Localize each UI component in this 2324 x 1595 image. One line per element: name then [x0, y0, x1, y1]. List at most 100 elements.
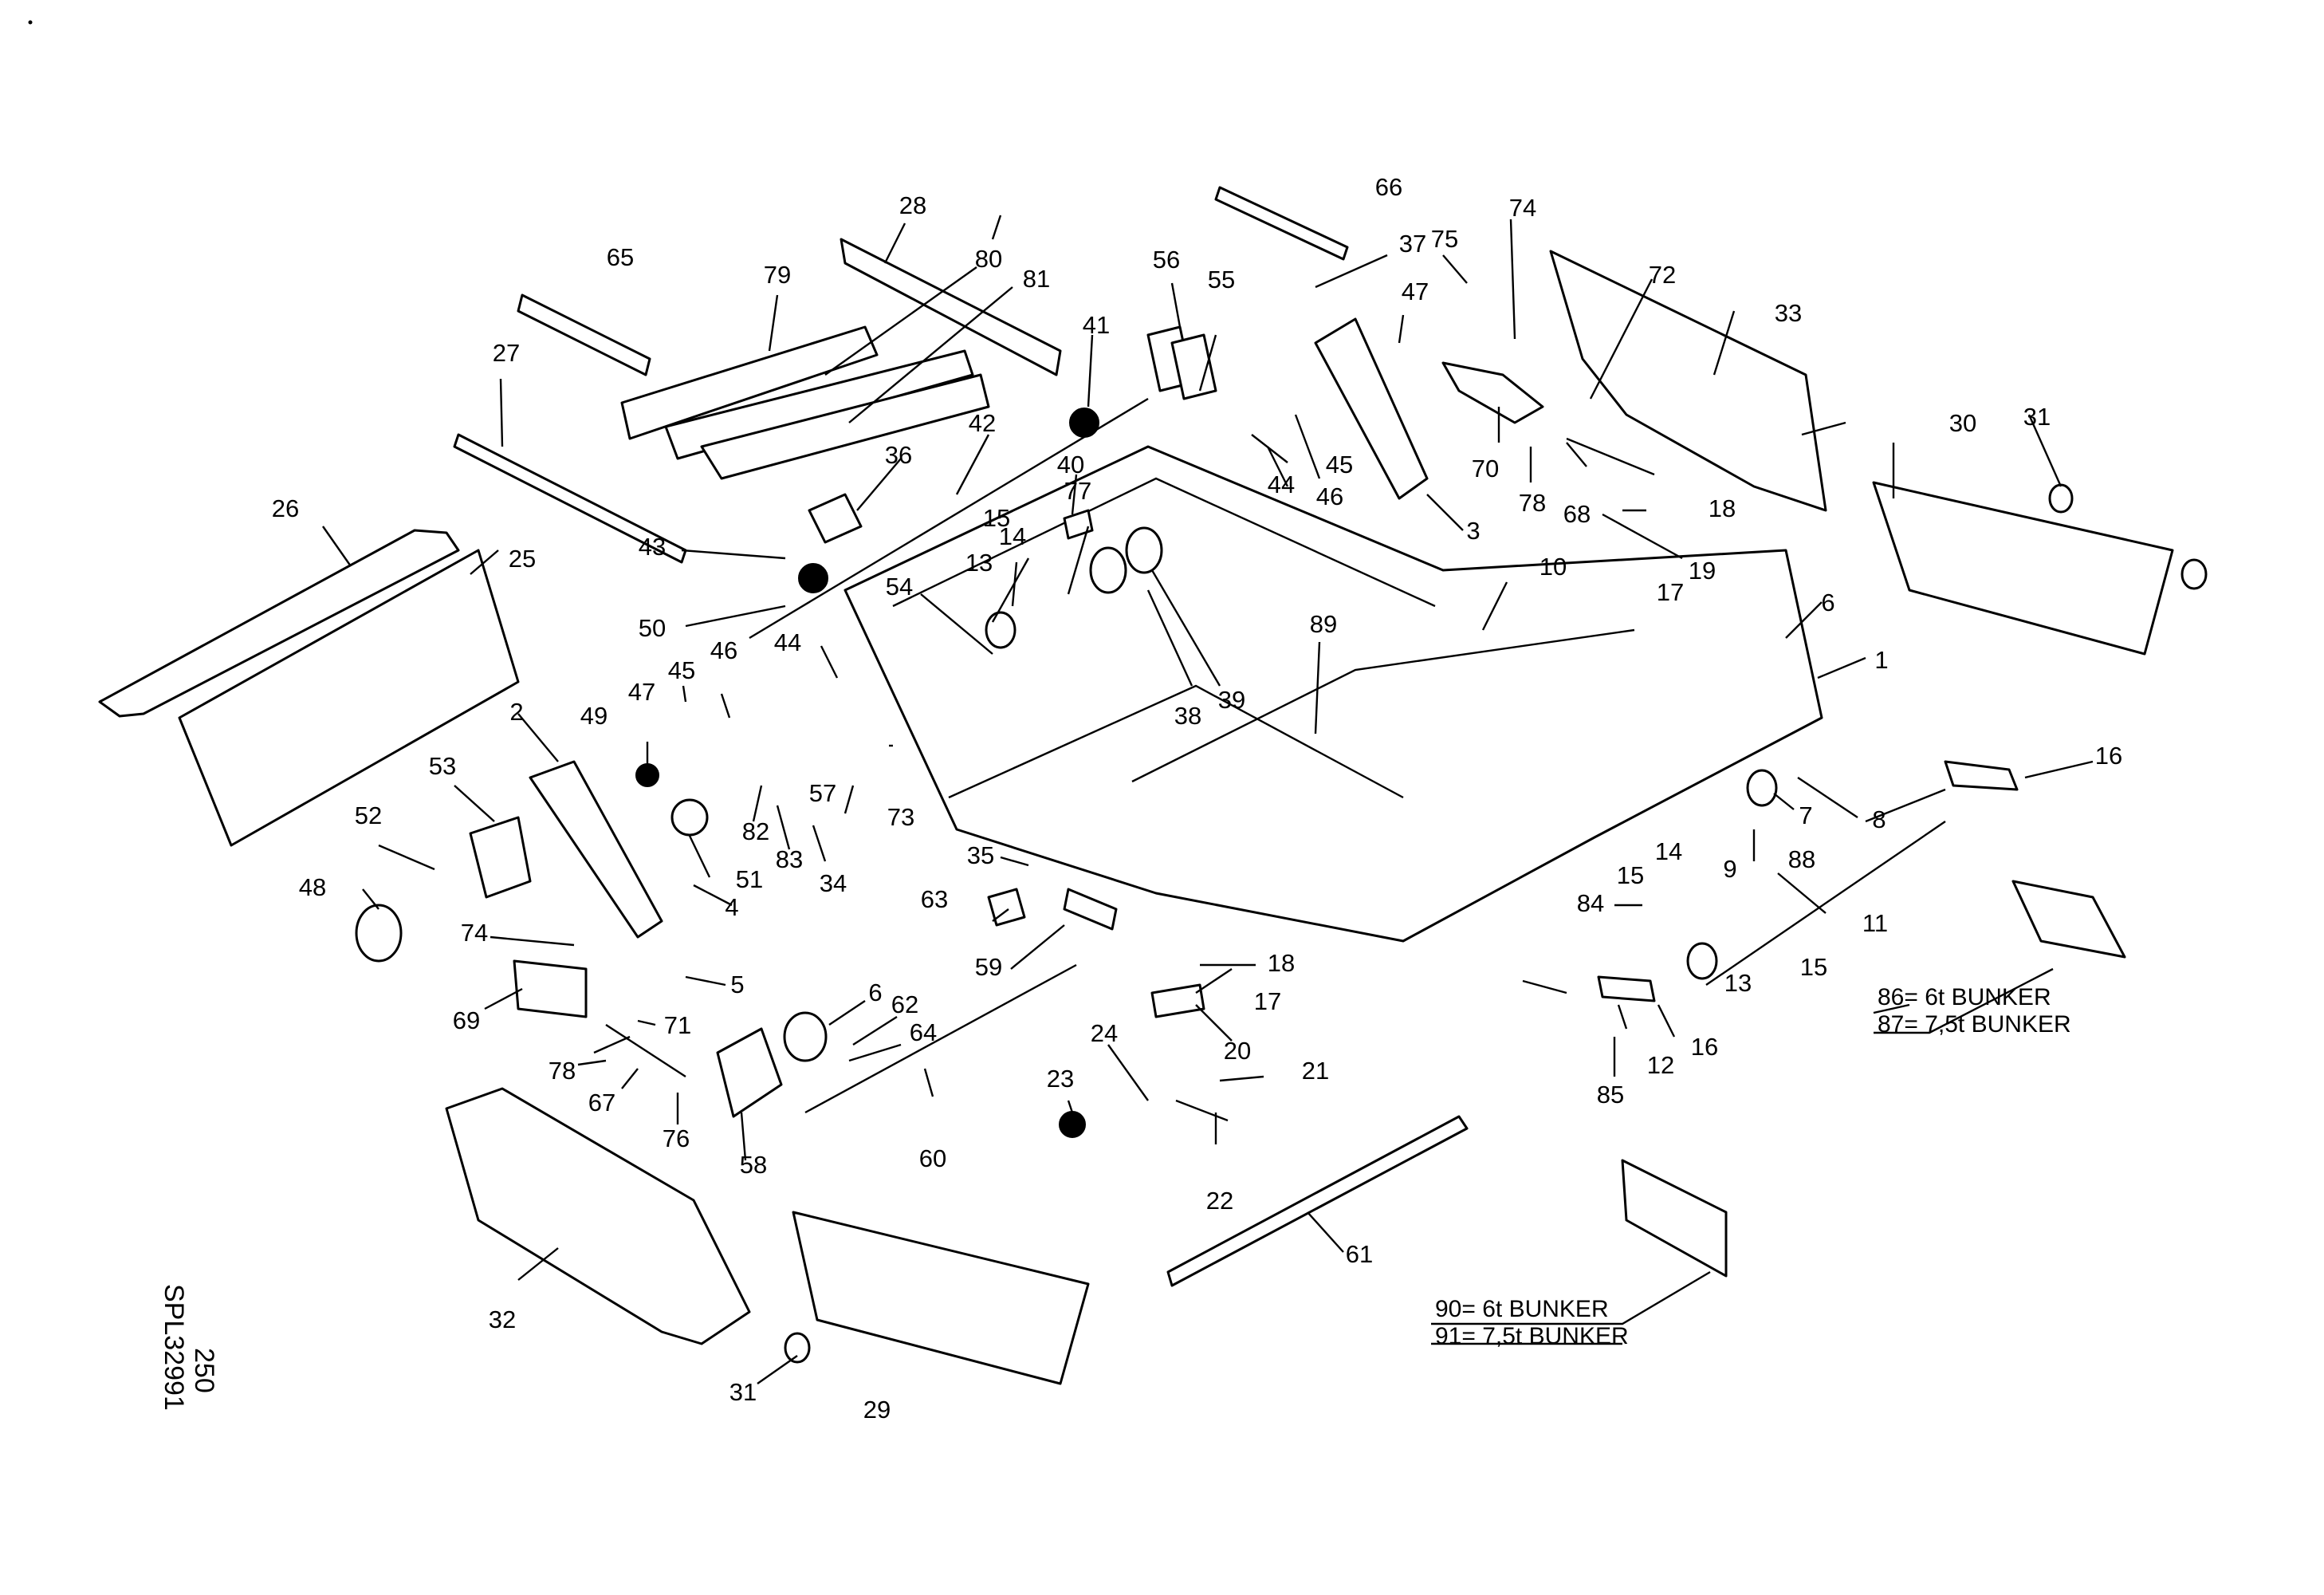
- callout-6b: 6: [868, 979, 882, 1006]
- part-59-bracket: [1063, 888, 1118, 931]
- callout-73: 73: [887, 803, 914, 831]
- callout-84: 84: [1577, 889, 1604, 917]
- callout-9: 9: [1723, 855, 1736, 883]
- part-33-panel: [1549, 250, 1827, 512]
- callout-70: 70: [1472, 455, 1499, 482]
- callout-45b: 45: [668, 656, 695, 684]
- part-25-plate: [178, 549, 520, 847]
- part-27-strip: [453, 433, 687, 564]
- callout-83: 83: [776, 845, 803, 873]
- part-16-linkage-right: [1944, 760, 2019, 791]
- callout-78: 78: [1519, 489, 1546, 517]
- callout-14: 14: [999, 522, 1026, 550]
- callout-44b: 44: [774, 628, 801, 656]
- callout-39: 39: [1218, 686, 1245, 714]
- callout-15: 15: [983, 504, 1010, 532]
- callout-56: 56: [1153, 246, 1180, 274]
- callout-76: 76: [663, 1124, 690, 1152]
- callout-75: 75: [1431, 225, 1458, 253]
- part-26-cover: [98, 529, 460, 718]
- part-32-box: [445, 1087, 751, 1345]
- callout-29: 29: [863, 1396, 891, 1424]
- callout-16: 16: [2095, 742, 2122, 770]
- note-91: 91= 7,5t BUNKER: [1435, 1323, 1629, 1349]
- callout-89: 89: [1310, 610, 1337, 638]
- part-66-strip: [1214, 186, 1349, 261]
- callout-24: 24: [1091, 1019, 1118, 1047]
- callout-8: 8: [1872, 805, 1886, 833]
- callout-47: 47: [1402, 278, 1429, 305]
- callout-61: 61: [1346, 1240, 1373, 1268]
- callout-13: 13: [965, 549, 993, 577]
- callout-62: 62: [891, 990, 918, 1018]
- callout-81: 81: [1023, 265, 1050, 293]
- callout-25: 25: [509, 545, 536, 573]
- note-90: 90= 6t BUNKER: [1435, 1296, 1609, 1322]
- callout-14b: 14: [1655, 837, 1682, 865]
- part-1-frame: [843, 445, 1823, 943]
- callout-46b: 46: [710, 636, 737, 664]
- callout-18: 18: [1709, 494, 1736, 522]
- part-13-bearing: [985, 611, 1017, 649]
- callout-54: 54: [886, 573, 913, 601]
- part-68-pin: [1566, 437, 1655, 476]
- callout-26: 26: [272, 494, 299, 522]
- callout-18b: 18: [1268, 949, 1295, 977]
- callout-13b: 13: [1724, 969, 1752, 997]
- callout-47b: 47: [628, 678, 655, 706]
- callout-85: 85: [1597, 1081, 1624, 1109]
- part-11-rod: [1705, 821, 1946, 986]
- callout-20: 20: [1224, 1037, 1251, 1065]
- callout-67: 67: [588, 1089, 615, 1116]
- part-22-spring: [1175, 1099, 1229, 1122]
- callout-10: 10: [1540, 553, 1567, 581]
- part-50-gear: [798, 563, 828, 593]
- callout-35: 35: [967, 841, 994, 869]
- callout-49: 49: [580, 702, 608, 730]
- part-shapes: [98, 186, 2208, 1385]
- part-6-roller: [783, 1011, 828, 1062]
- callout-40: 40: [1057, 451, 1084, 478]
- callout-7: 7: [1799, 801, 1812, 829]
- part-30-panel: [1872, 481, 2174, 656]
- callout-38: 38: [1174, 702, 1201, 730]
- part-63-block: [987, 888, 1026, 927]
- callout-23: 23: [1047, 1065, 1074, 1093]
- part-81-plate: [700, 373, 990, 480]
- part-42-shaft: [749, 397, 1149, 640]
- part-38-bearing: [1089, 546, 1127, 594]
- callout-22: 22: [1206, 1187, 1233, 1215]
- callout-74: 74: [1509, 194, 1536, 222]
- callout-44: 44: [1268, 471, 1295, 498]
- part-28-strip: [840, 238, 1062, 376]
- part-41-gear: [1069, 408, 1099, 438]
- part-48-motor: [355, 904, 403, 963]
- callout-28: 28: [899, 191, 926, 219]
- callout-57: 57: [809, 779, 836, 807]
- callout-43: 43: [639, 533, 666, 561]
- part-7-pulley: [1746, 769, 1778, 807]
- callout-31: 31: [2023, 403, 2051, 431]
- callout-51: 51: [736, 865, 763, 893]
- part-1-frame-inner: [892, 477, 1635, 799]
- part-67-tube: [605, 1023, 686, 1078]
- callout-79: 79: [764, 261, 791, 289]
- callout-1: 1: [1874, 646, 1888, 674]
- callout-4: 4: [725, 893, 738, 921]
- callout-52: 52: [355, 801, 382, 829]
- note-86: 86= 6t BUNKER: [1878, 984, 2051, 1010]
- part-61-strip: [1166, 1115, 1469, 1287]
- callout-63: 63: [921, 885, 948, 913]
- callout-17b: 17: [1254, 987, 1281, 1015]
- callout-66: 66: [1375, 173, 1402, 201]
- callout-58: 58: [740, 1151, 767, 1179]
- callout-37: 37: [1399, 230, 1426, 258]
- part-80-plate: [664, 349, 974, 460]
- part-23-pulley: [1059, 1111, 1086, 1138]
- note-87: 87= 7,5t BUNKER: [1878, 1011, 2071, 1038]
- callout-50: 50: [639, 614, 666, 642]
- callout-3: 3: [1466, 517, 1480, 545]
- callout-68: 68: [1563, 500, 1591, 528]
- part-39-disc: [1125, 526, 1163, 574]
